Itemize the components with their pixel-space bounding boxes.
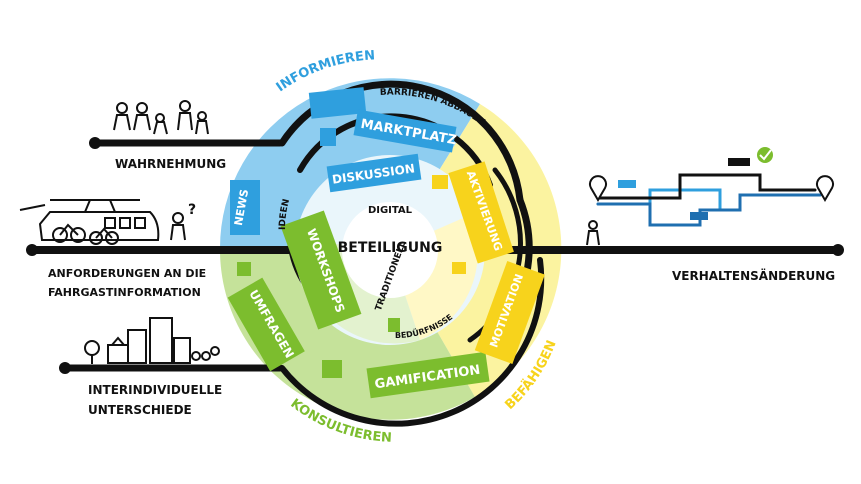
person-icon bbox=[586, 220, 600, 246]
question-mark: ? bbox=[188, 202, 196, 218]
people-group-icon bbox=[113, 100, 209, 135]
route-map-icon bbox=[596, 158, 822, 227]
interindividuelle-label-2: UNTERSCHIEDE bbox=[88, 403, 192, 417]
umfragen-box bbox=[227, 277, 305, 372]
center-title: BETEILIGUNG bbox=[338, 240, 443, 256]
location-pin-icon bbox=[589, 175, 834, 202]
center-white bbox=[342, 202, 438, 298]
city-icon bbox=[84, 317, 220, 364]
interindividuelle-label-1: INTERINDIVIDUELLE bbox=[88, 383, 222, 397]
bicycle-icon bbox=[52, 223, 119, 245]
aktivierung-box bbox=[448, 161, 514, 264]
person-question-icon bbox=[170, 212, 186, 241]
train-icon bbox=[19, 199, 160, 241]
anforderungen-label-1: ANFORDERUNGEN AN DIE bbox=[48, 267, 206, 280]
checkmark-icon bbox=[757, 147, 773, 163]
news-box bbox=[230, 180, 260, 235]
news-label: NEWS bbox=[232, 188, 251, 227]
wahrnehmung-label: WAHRNEHMUNG bbox=[115, 157, 226, 171]
informieren-block bbox=[308, 87, 367, 119]
workshops-box bbox=[280, 210, 362, 330]
label-boxes: NEWS MARKTPLATZ DISKUSSION AKTIVIERUNG W… bbox=[227, 87, 545, 399]
diskussion-box bbox=[326, 153, 422, 193]
center-digital: DIGITAL bbox=[368, 205, 413, 216]
anforderungen-label-2: FAHRGASTINFORMATION bbox=[48, 286, 201, 299]
gamification-box bbox=[366, 351, 490, 399]
marktplatz-box bbox=[353, 109, 457, 153]
verhaltensaenderung-label: VERHALTENSÄNDERUNG bbox=[672, 268, 835, 283]
motivation-box bbox=[474, 260, 545, 364]
